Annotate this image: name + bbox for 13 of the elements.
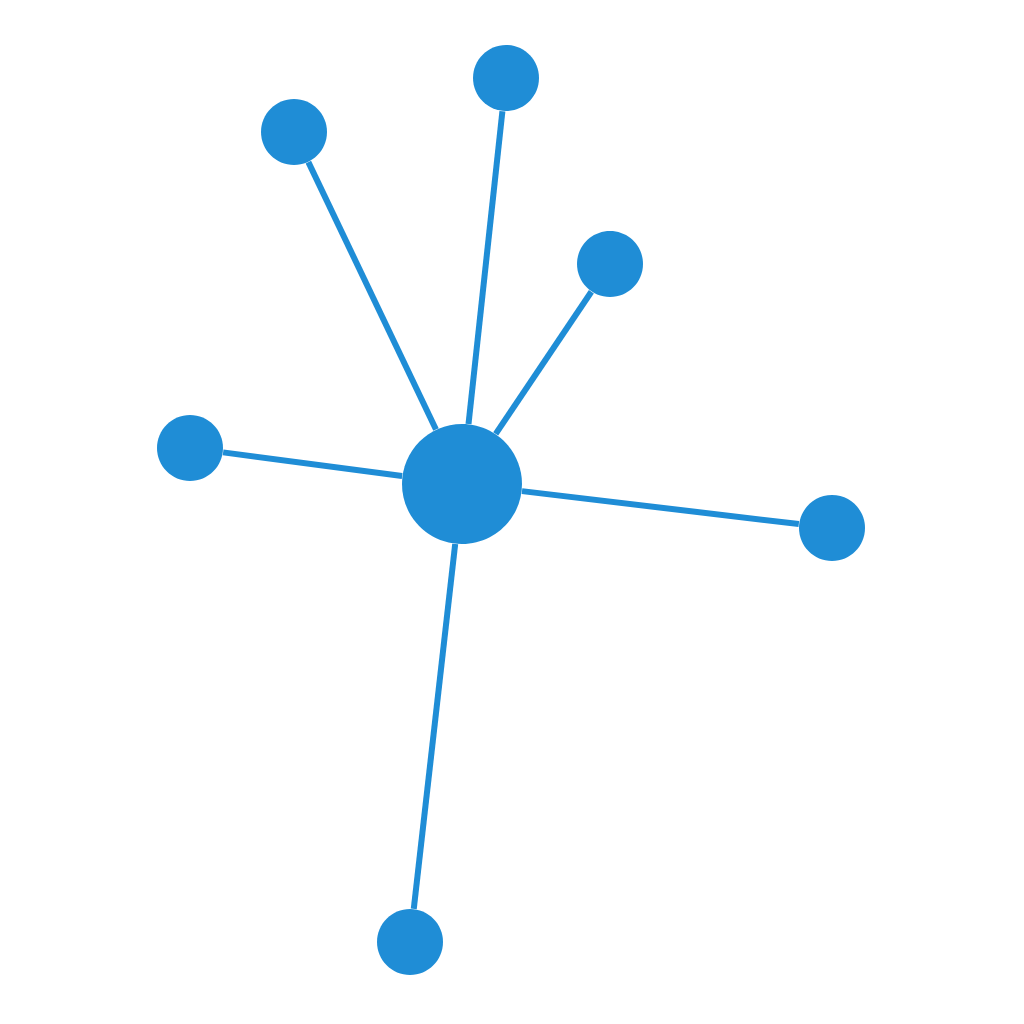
connector-line [493,290,594,436]
connector-line [465,110,506,425]
dot [799,495,865,561]
connector-line [305,160,439,431]
hub-dot [402,424,522,544]
dot [473,45,539,111]
dot [377,909,443,975]
dot [157,415,223,481]
connector-line [521,488,800,528]
connector-line [222,449,403,480]
connector-line [410,543,459,910]
dot [577,231,643,297]
dot [261,99,327,165]
